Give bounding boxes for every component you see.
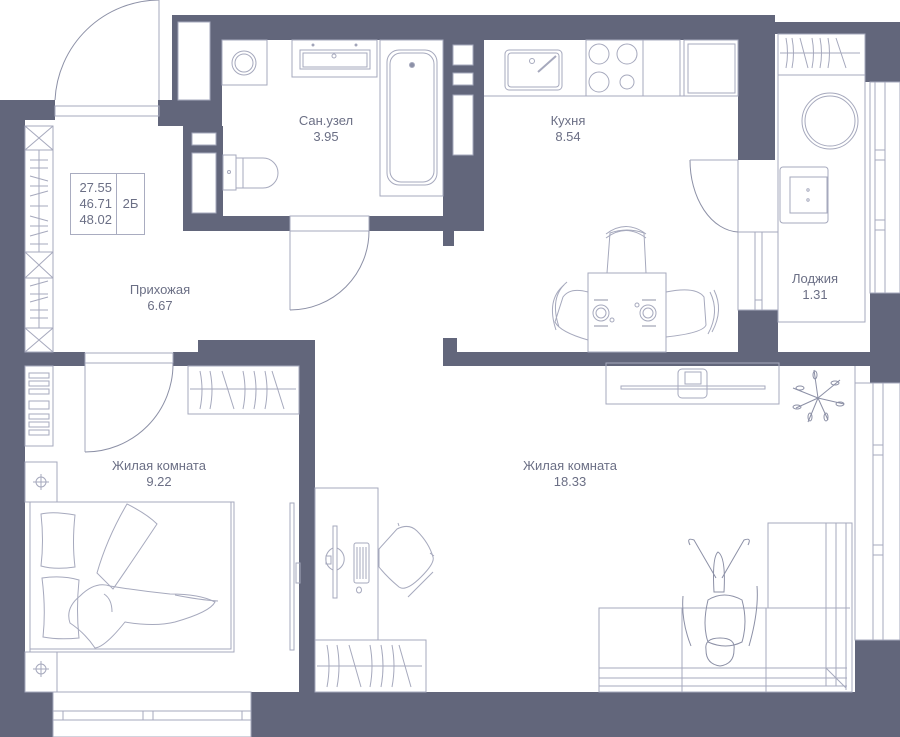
sink-icon [291, 39, 378, 78]
wall-kitchen-stub [443, 338, 457, 358]
shelf-icon [24, 365, 54, 447]
counter-section [642, 39, 681, 97]
room-name: Жилая комната [523, 458, 617, 473]
room-label-hallway: Прихожая 6.67 [130, 282, 190, 314]
wardrobe-icon [24, 125, 54, 353]
room-area: 1.31 [802, 287, 828, 302]
room-label-bathroom: Сан.узел 3.95 [299, 113, 353, 145]
wall-right-mid [870, 293, 900, 383]
dining-table-icon [587, 272, 667, 353]
fridge-icon [683, 39, 739, 97]
wall-left [0, 100, 25, 737]
room-area: 18.33 [553, 474, 587, 489]
total-area-with-loggia-value: 48.02 [79, 212, 112, 227]
room-area: 9.22 [146, 474, 172, 489]
wall-loggia-right [865, 22, 900, 82]
monitor-icon [325, 525, 345, 599]
wall-hall-bedroom-l [0, 352, 85, 366]
wall-kitchen-right [738, 15, 775, 160]
door-icon [689, 159, 739, 233]
room-area: 6.67 [147, 298, 173, 313]
wall-hall-bedroom-r [173, 352, 313, 366]
kitchen-niche-1 [452, 44, 474, 66]
hallway-items [24, 0, 370, 353]
door-icon [84, 352, 174, 453]
nightstand-icon [24, 461, 58, 503]
bath-niche-2 [191, 152, 217, 214]
bedroom-items [24, 352, 301, 693]
wall-right-low [855, 640, 900, 737]
room-area: 3.95 [313, 129, 339, 144]
tv-stand-icon [605, 362, 780, 405]
wall-bath-bottom-r [369, 216, 454, 231]
bathtub-icon [379, 39, 444, 197]
room-name: Сан.узел [298, 113, 354, 128]
toilet-icon [222, 154, 279, 191]
chair-icon [605, 226, 647, 274]
walls [0, 15, 900, 737]
round-table-icon [801, 92, 859, 150]
window-icon [737, 231, 779, 311]
room-label-bedroom: Жилая комната 9.22 [112, 458, 206, 490]
stove-icon [585, 39, 644, 97]
room-name: Прихожая [129, 282, 191, 297]
living-room-items [314, 362, 856, 693]
tv-icon [289, 502, 301, 651]
window-icon [52, 691, 252, 737]
keyboard-icon [353, 542, 370, 594]
bed-icon [29, 501, 235, 653]
bath-niche-1 [191, 132, 217, 146]
wall-kitchen-bottom [443, 352, 900, 366]
person-icon [682, 538, 758, 667]
windows [52, 81, 900, 737]
room-area: 8.54 [555, 129, 581, 144]
window-icon [869, 81, 900, 294]
living-area-value: 27.55 [79, 180, 112, 195]
room-label-kitchen: Кухня 8.54 [551, 113, 586, 145]
room-name: Кухня [550, 113, 586, 128]
wall-hall-top-2 [158, 100, 222, 126]
bathroom-items [221, 39, 444, 197]
wardrobe-icon [314, 639, 427, 693]
room-label-living-room: Жилая комната 18.33 [523, 458, 617, 490]
wardrobe-icon [778, 37, 865, 76]
chair-icon [551, 281, 589, 341]
shaft-niche [177, 21, 211, 101]
room-name: Жилая комната [112, 458, 206, 473]
kitchen-items [484, 39, 739, 353]
apartment-type: 2Б [122, 196, 139, 211]
door-icon [289, 215, 370, 311]
office-chair-icon [378, 522, 435, 598]
wardrobe-icon [187, 365, 300, 415]
armchair-icon [779, 166, 829, 224]
door-icon [54, 0, 160, 117]
loggia [777, 33, 866, 323]
kitchen-niche-2 [452, 72, 474, 86]
area-values: 27.55 46.71 48.02 [71, 174, 117, 234]
total-area-value: 46.71 [79, 196, 112, 211]
sofa-icon [598, 522, 853, 693]
washing-machine-icon [221, 39, 268, 86]
plant-icon [792, 369, 845, 423]
wall-bedroom-living [299, 340, 315, 697]
room-name: Лоджия [791, 271, 839, 286]
kitchen-niche-3 [452, 94, 474, 156]
kitchen-sink-icon [504, 49, 563, 91]
chair-icon [665, 289, 719, 338]
window-icon [854, 382, 900, 641]
wall-bath-bottom-l [183, 216, 290, 231]
nightstand-icon [24, 651, 58, 693]
apartment-info-box: 27.55 46.71 48.02 2Б [70, 173, 145, 235]
room-label-loggia: Лоджия 1.31 [792, 271, 838, 303]
wall-hall-bedroom-step [198, 340, 313, 354]
